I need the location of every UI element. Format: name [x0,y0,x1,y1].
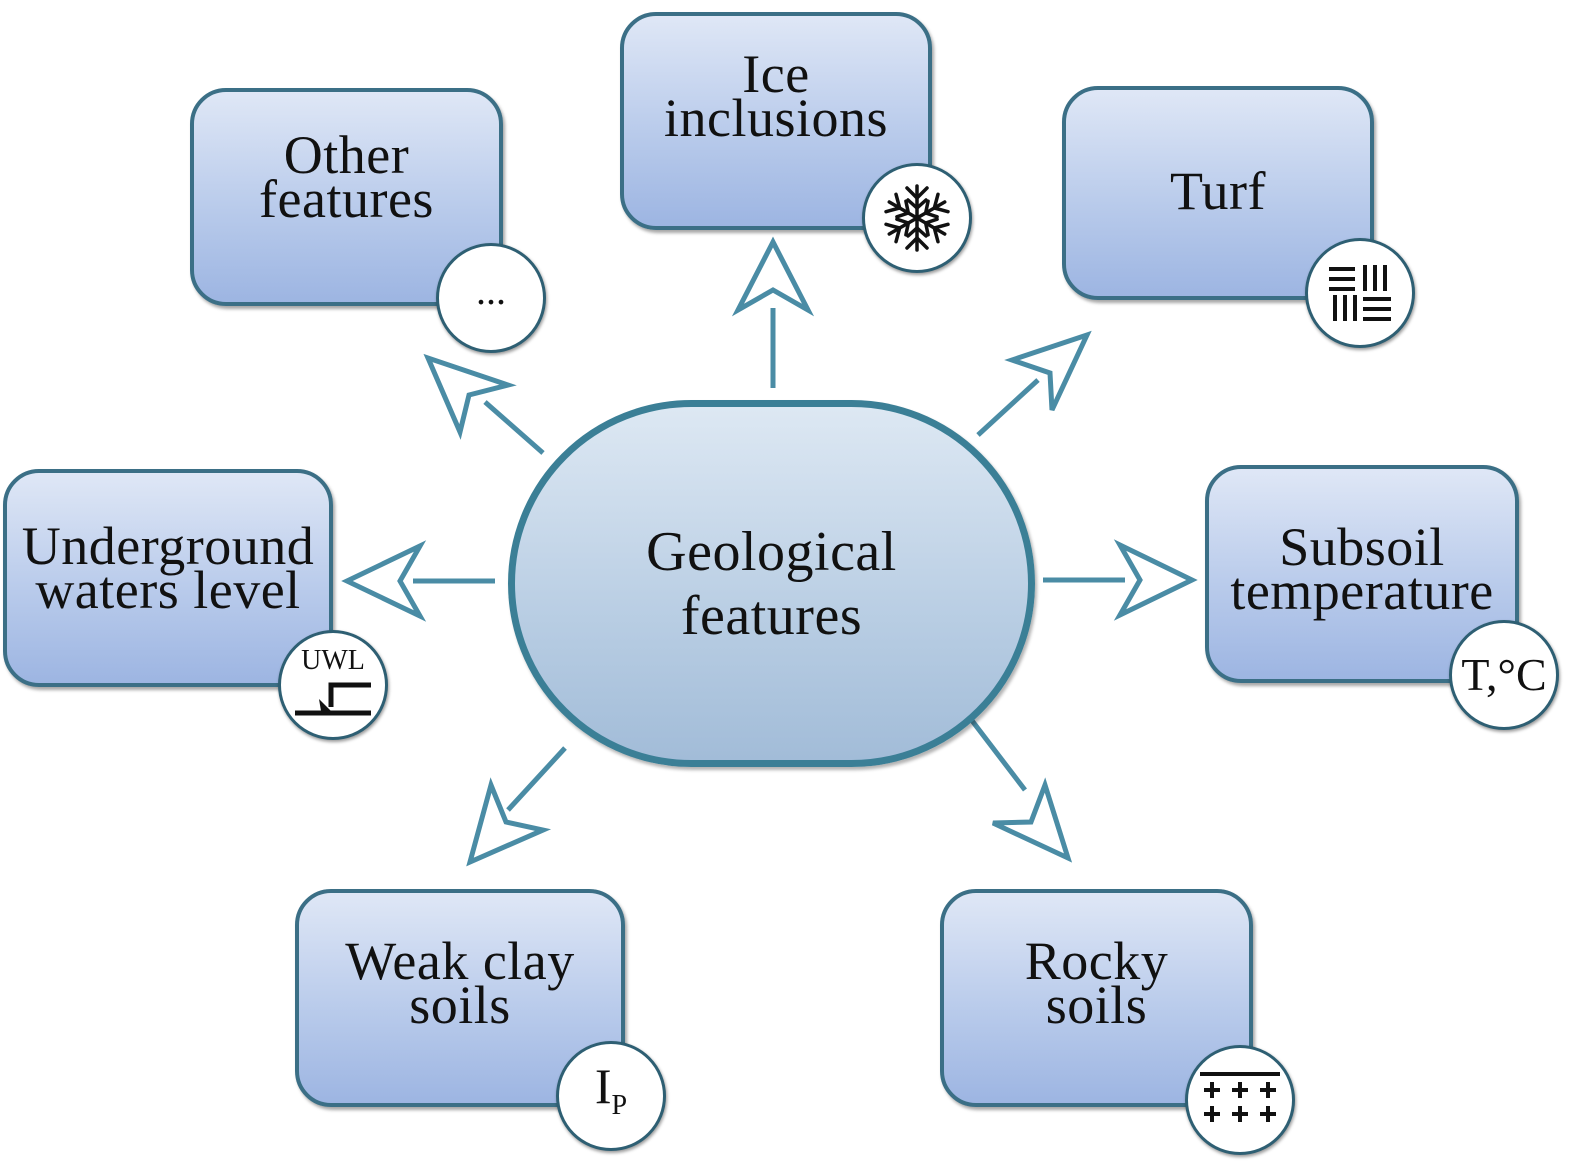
node-label: temperature [1230,561,1494,621]
arrow-to-rocky-soils [968,716,1073,863]
turf-hatch-icon [1329,265,1391,321]
ellipsis-icon: ... [476,268,506,313]
node-label: features [259,169,434,229]
node-label: Underground [21,516,315,576]
arrow-to-subsoil-temperature [1043,539,1198,621]
arrow-to-weak-clay-soils [466,746,567,867]
snowflake-icon [882,184,952,252]
center-label-line2: features [680,584,863,647]
uwl-badge: UWL [278,630,388,740]
snowflake-badge [862,163,972,273]
node-label: Other [283,125,410,185]
arrow-to-other-features [423,353,545,455]
temperature-label: T,°C [1461,649,1547,700]
arrow-to-turf [976,330,1092,437]
node-label: Turf [1169,161,1267,221]
center-node-geological-features: Geological features [508,400,1035,767]
node-label: soils [1045,975,1148,1035]
node-label: waters level [35,560,301,620]
node-label: Rocky [1024,931,1169,991]
water-level-icon [295,682,371,716]
node-label: Subsoil [1279,517,1445,577]
node-weak-clay-soils: Weak clay soils [295,889,625,1107]
arrow-to-underground-waters-level [341,540,495,622]
turf-badge [1305,238,1415,348]
node-label: Weak clay [345,931,575,991]
temperature-badge: T,°C [1449,620,1559,730]
node-label: Ice [742,44,810,104]
ellipsis-badge: ... [436,243,546,353]
node-label: inclusions [663,88,888,148]
arrow-to-ice-inclusions [731,236,815,388]
rock-crosses-icon [1200,1072,1280,1122]
uwl-text: UWL [301,645,365,676]
plasticity-index-sub: P [611,1090,628,1121]
rocky-badge [1185,1045,1295,1155]
center-label-line1: Geological [646,520,897,583]
plasticity-index-label: IP [595,1061,627,1131]
plasticity-index-main: I [594,1058,612,1114]
node-underground-waters-level: Underground waters level [3,469,333,687]
plasticity-index-badge: IP [556,1041,666,1151]
node-label: soils [409,975,511,1035]
